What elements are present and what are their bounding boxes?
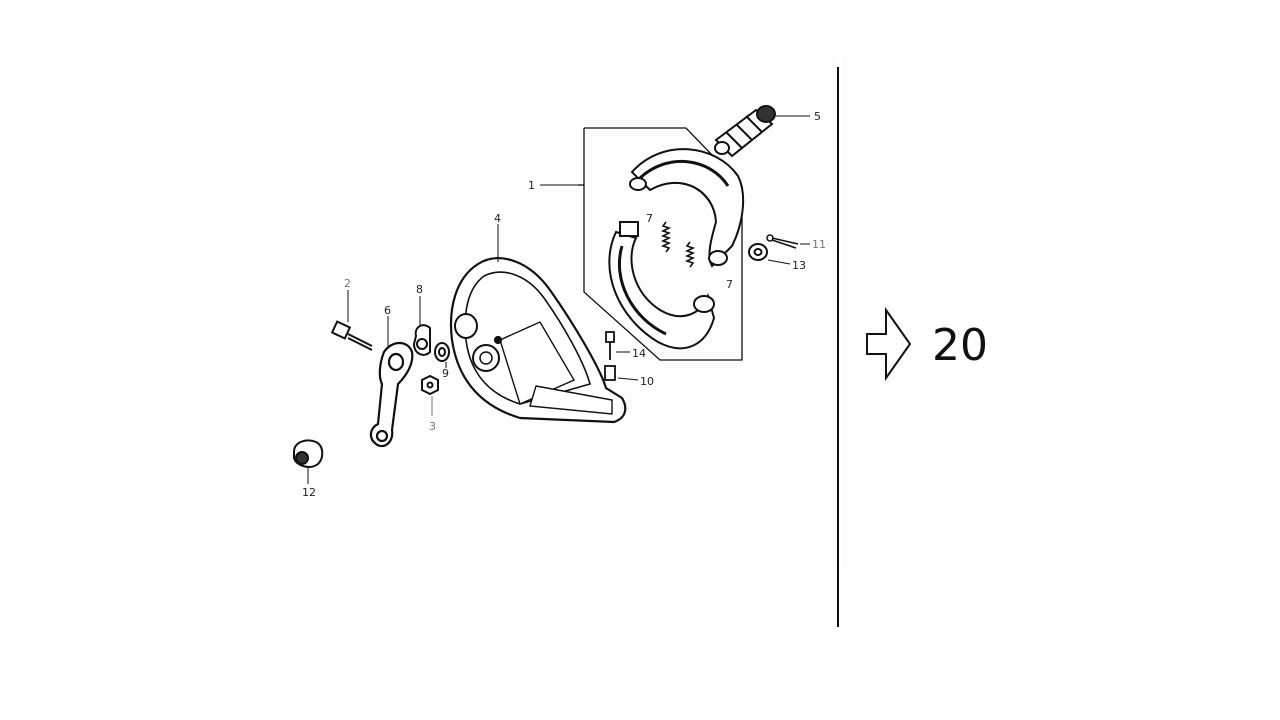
return-spring-b	[684, 241, 696, 268]
cotter-pin	[766, 234, 799, 249]
label-part-7b: 7	[726, 278, 733, 291]
label-part-13: 13	[792, 259, 806, 272]
label-part-2: 2	[344, 277, 351, 290]
side-panel	[842, 54, 920, 570]
vertical-divider	[837, 67, 839, 627]
washer	[748, 243, 768, 261]
page-number: 20	[932, 320, 988, 371]
hex-nut	[421, 374, 439, 396]
label-part-4: 4	[494, 212, 501, 225]
label-part-1: 1	[528, 179, 535, 192]
label-part-11: 11	[812, 238, 826, 251]
adjusting-nut	[293, 439, 324, 468]
panel-bolt	[604, 331, 616, 381]
leader-line-10	[617, 377, 639, 381]
label-part-5: 5	[814, 110, 821, 123]
label-part-9: 9	[442, 367, 449, 380]
brake-cam-shaft	[714, 105, 776, 158]
label-part-7a: 7	[646, 212, 653, 225]
shoe-assembly-bracket	[578, 127, 743, 361]
thrust-washer	[434, 342, 450, 362]
brake-panel	[449, 257, 627, 424]
dust-seal	[412, 324, 431, 356]
label-part-8: 8	[416, 283, 423, 296]
brake-arm	[369, 341, 414, 448]
arm-bolt	[330, 320, 373, 351]
label-part-12: 12	[302, 486, 316, 499]
brake-shoe-upper	[629, 148, 745, 268]
right-arrow-outline-icon[interactable]	[864, 305, 914, 383]
label-part-3: 3	[429, 420, 436, 433]
return-spring-a	[660, 221, 672, 253]
label-part-6: 6	[384, 304, 391, 317]
brake-shoe-lower	[608, 221, 716, 350]
label-part-14: 14	[632, 347, 646, 360]
leader-line-13	[767, 259, 791, 265]
label-part-10: 10	[640, 375, 654, 388]
